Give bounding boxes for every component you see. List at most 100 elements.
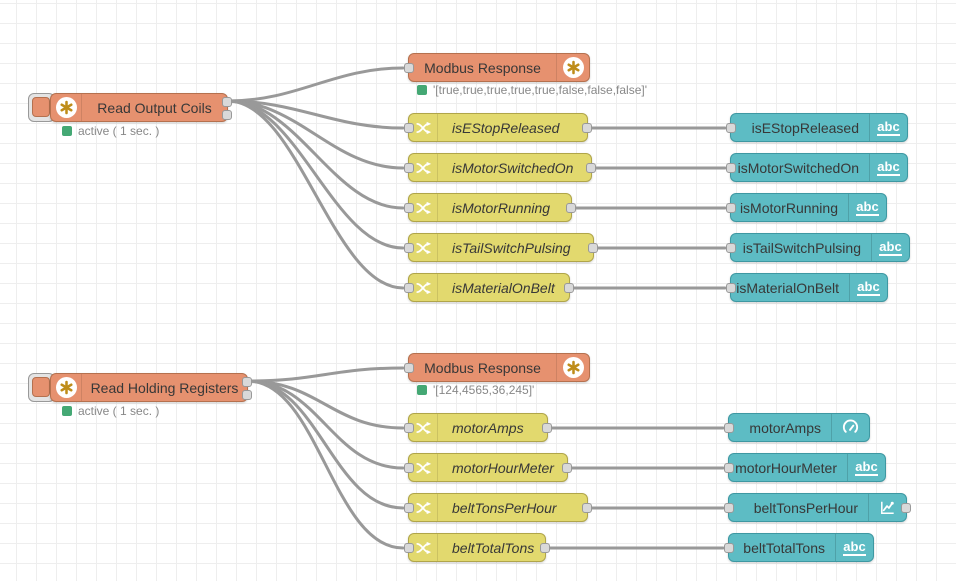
node-label: motorHourMeter	[735, 459, 837, 476]
input-port[interactable]	[404, 543, 414, 553]
ui-text-node[interactable]: isTailSwitchPulsing abc	[726, 233, 910, 262]
ui-text-node[interactable]: isMaterialOnBelt abc	[726, 273, 888, 302]
output-port[interactable]	[242, 390, 252, 400]
change-node[interactable]: isMotorSwitchedOn	[404, 153, 596, 182]
status-text: active ( 1 sec. )	[78, 124, 160, 138]
node-label: motorAmps	[452, 419, 524, 436]
change-node[interactable]: beltTonsPerHour	[404, 493, 592, 522]
input-port[interactable]	[404, 423, 414, 433]
node-label: beltTotalTons	[452, 539, 535, 556]
output-port[interactable]	[582, 503, 592, 513]
status-text: '[true,true,true,true,true,false,false,f…	[433, 83, 648, 97]
input-port[interactable]	[726, 243, 736, 253]
ui-text-node[interactable]: motorHourMeter abc	[724, 453, 886, 482]
change-icon	[409, 114, 438, 141]
text-widget-icon: abc	[848, 194, 886, 221]
change-node[interactable]: isEStopReleased	[404, 113, 592, 142]
text-widget-icon: abc	[835, 534, 873, 561]
wire[interactable]	[226, 99, 405, 250]
text-widget-icon: abc	[869, 114, 907, 141]
input-port[interactable]	[404, 163, 414, 173]
change-node[interactable]: motorHourMeter	[404, 453, 572, 482]
modbus-response-node[interactable]: Modbus Response	[404, 353, 590, 382]
input-port[interactable]	[404, 463, 414, 473]
input-port[interactable]	[404, 123, 414, 133]
wire[interactable]	[226, 99, 405, 210]
wire[interactable]	[246, 366, 405, 383]
wire[interactable]	[246, 379, 405, 470]
change-node[interactable]: motorAmps	[404, 413, 552, 442]
change-icon	[409, 234, 438, 261]
change-node[interactable]: isMaterialOnBelt	[404, 273, 574, 302]
ui-text-node[interactable]: isMotorSwitchedOn abc	[726, 153, 908, 182]
output-port[interactable]	[901, 503, 911, 513]
output-port[interactable]	[242, 377, 252, 387]
input-port[interactable]	[404, 363, 414, 373]
input-port[interactable]	[724, 503, 734, 513]
input-port[interactable]	[404, 203, 414, 213]
change-icon	[409, 194, 438, 221]
modbus-icon	[51, 374, 82, 401]
text-widget-icon: abc	[847, 454, 885, 481]
input-port[interactable]	[724, 543, 734, 553]
inject-button[interactable]	[32, 97, 50, 117]
ui-text-node[interactable]: isEStopReleased abc	[726, 113, 908, 142]
node-label: beltTotalTons	[743, 539, 825, 556]
wire[interactable]	[246, 379, 405, 510]
modbus-icon	[556, 354, 589, 381]
wire[interactable]	[226, 66, 405, 103]
input-port[interactable]	[404, 283, 414, 293]
node-label: isTailSwitchPulsing	[452, 239, 571, 256]
node-label: Modbus Response	[424, 59, 541, 76]
output-port[interactable]	[540, 543, 550, 553]
node-status: '[124,4565,36,245]'	[417, 383, 534, 397]
output-port[interactable]	[586, 163, 596, 173]
modbus-read-node[interactable]: Read Output Coils	[50, 93, 232, 122]
ui-gauge-node[interactable]: motorAmps	[724, 413, 870, 442]
inject-button[interactable]	[32, 377, 50, 397]
node-label: isMotorSwitchedOn	[737, 159, 859, 176]
node-status: '[true,true,true,true,true,false,false,f…	[417, 83, 647, 97]
change-node[interactable]: isTailSwitchPulsing	[404, 233, 598, 262]
output-port[interactable]	[562, 463, 572, 473]
output-port[interactable]	[542, 423, 552, 433]
ui-text-node[interactable]: isMotorRunning abc	[726, 193, 887, 222]
wire[interactable]	[246, 379, 405, 550]
input-port[interactable]	[404, 503, 414, 513]
status-dot	[417, 385, 427, 395]
input-port[interactable]	[726, 283, 736, 293]
output-port[interactable]	[582, 123, 592, 133]
modbus-icon	[556, 54, 589, 81]
output-port[interactable]	[564, 283, 574, 293]
input-port[interactable]	[404, 243, 414, 253]
status-dot	[62, 126, 72, 136]
wire[interactable]	[226, 99, 405, 290]
node-label: motorAmps	[749, 419, 821, 436]
modbus-read-node[interactable]: Read Holding Registers	[50, 373, 252, 402]
chart-icon	[868, 494, 906, 521]
change-icon	[409, 534, 438, 561]
output-port[interactable]	[588, 243, 598, 253]
gauge-icon	[831, 414, 869, 441]
ui-text-node[interactable]: beltTotalTons abc	[724, 533, 874, 562]
ui-chart-node[interactable]: beltTonsPerHour	[724, 493, 911, 522]
node-label: isMotorSwitchedOn	[452, 159, 574, 176]
input-port[interactable]	[404, 63, 414, 73]
node-label: motorHourMeter	[452, 459, 554, 476]
node-status: active ( 1 sec. )	[62, 404, 159, 418]
input-port[interactable]	[726, 123, 736, 133]
input-port[interactable]	[726, 163, 736, 173]
input-port[interactable]	[726, 203, 736, 213]
node-status: active ( 1 sec. )	[62, 124, 159, 138]
input-port[interactable]	[724, 463, 734, 473]
output-port[interactable]	[222, 97, 232, 107]
output-port[interactable]	[566, 203, 576, 213]
change-node[interactable]: isMotorRunning	[404, 193, 576, 222]
change-node[interactable]: beltTotalTons	[404, 533, 550, 562]
output-port[interactable]	[222, 110, 232, 120]
change-icon	[409, 454, 438, 481]
input-port[interactable]	[724, 423, 734, 433]
modbus-response-node[interactable]: Modbus Response	[404, 53, 590, 82]
